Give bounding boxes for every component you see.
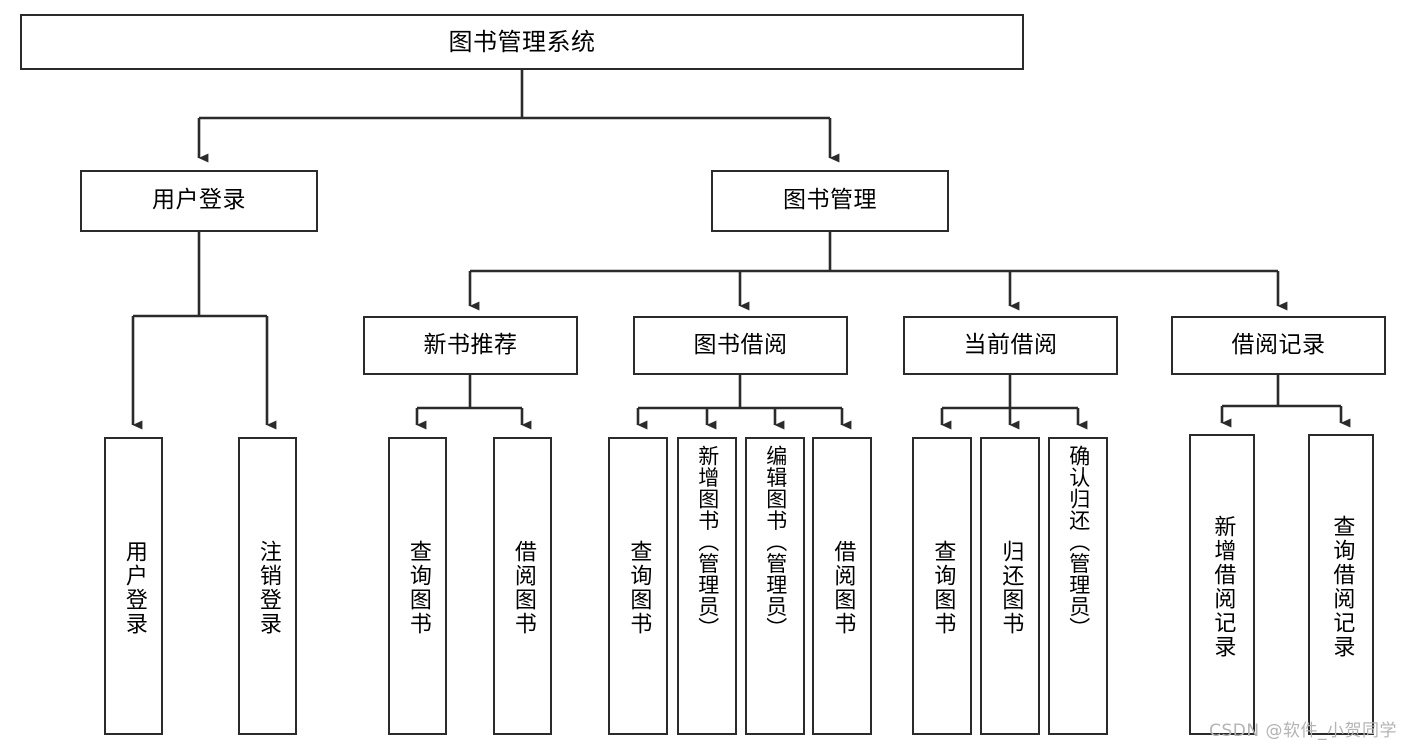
leaf-edit-book-admin[interactable]: 编辑图书（管理员） — [745, 437, 805, 735]
node-label: 新增图书（管理员） — [695, 445, 720, 639]
node-book-management[interactable]: 图书管理 — [711, 170, 949, 232]
leaf-add-book-admin[interactable]: 新增图书（管理员） — [677, 437, 737, 735]
node-new-book-recommend[interactable]: 新书推荐 — [363, 316, 578, 375]
node-borrow-record[interactable]: 借阅记录 — [1171, 316, 1386, 375]
node-label: 查询借阅记录 — [1329, 514, 1355, 659]
leaf-query-book-borrow[interactable]: 查询图书 — [608, 437, 668, 735]
node-label: 用户登录 — [152, 187, 246, 214]
leaf-borrow-book[interactable]: 借阅图书 — [812, 437, 872, 735]
node-label: 注销登录 — [255, 540, 281, 636]
node-label: 确认归还（管理员） — [1066, 445, 1091, 639]
node-current-borrow[interactable]: 当前借阅 — [903, 316, 1118, 375]
leaf-query-book-recommend[interactable]: 查询图书 — [388, 437, 447, 735]
node-label: 借阅图书 — [830, 540, 856, 636]
node-label: 查询图书 — [405, 540, 431, 636]
node-label: 编辑图书（管理员） — [763, 445, 788, 639]
node-label: 用户登录 — [121, 540, 147, 636]
leaf-logout[interactable]: 注销登录 — [238, 437, 297, 735]
node-label: 归还图书 — [998, 540, 1024, 636]
watermark-text: CSDN @软件_小贺同学 — [1209, 721, 1397, 741]
node-label: 借阅图书 — [510, 540, 536, 636]
node-label: 图书管理 — [783, 187, 877, 214]
node-label: 新书推荐 — [423, 331, 518, 358]
leaf-add-borrow-record[interactable]: 新增借阅记录 — [1189, 434, 1255, 735]
node-label: 图书借阅 — [693, 331, 788, 358]
leaf-user-login[interactable]: 用户登录 — [104, 437, 163, 735]
node-label: 图书管理系统 — [448, 27, 596, 56]
leaf-query-book-current[interactable]: 查询图书 — [912, 437, 972, 735]
node-label: 查询图书 — [626, 540, 652, 636]
node-root-book-management-system[interactable]: 图书管理系统 — [20, 14, 1024, 70]
leaf-confirm-return-admin[interactable]: 确认归还（管理员） — [1048, 437, 1108, 735]
node-label: 新增借阅记录 — [1210, 514, 1236, 659]
node-book-borrow[interactable]: 图书借阅 — [633, 316, 848, 375]
node-label: 查询图书 — [930, 540, 956, 636]
node-label: 借阅记录 — [1231, 331, 1326, 358]
leaf-return-book[interactable]: 归还图书 — [980, 437, 1040, 735]
node-user-login[interactable]: 用户登录 — [80, 170, 318, 232]
leaf-query-borrow-record[interactable]: 查询借阅记录 — [1308, 434, 1374, 735]
leaf-borrow-book-recommend[interactable]: 借阅图书 — [493, 437, 552, 735]
node-label: 当前借阅 — [963, 331, 1058, 358]
